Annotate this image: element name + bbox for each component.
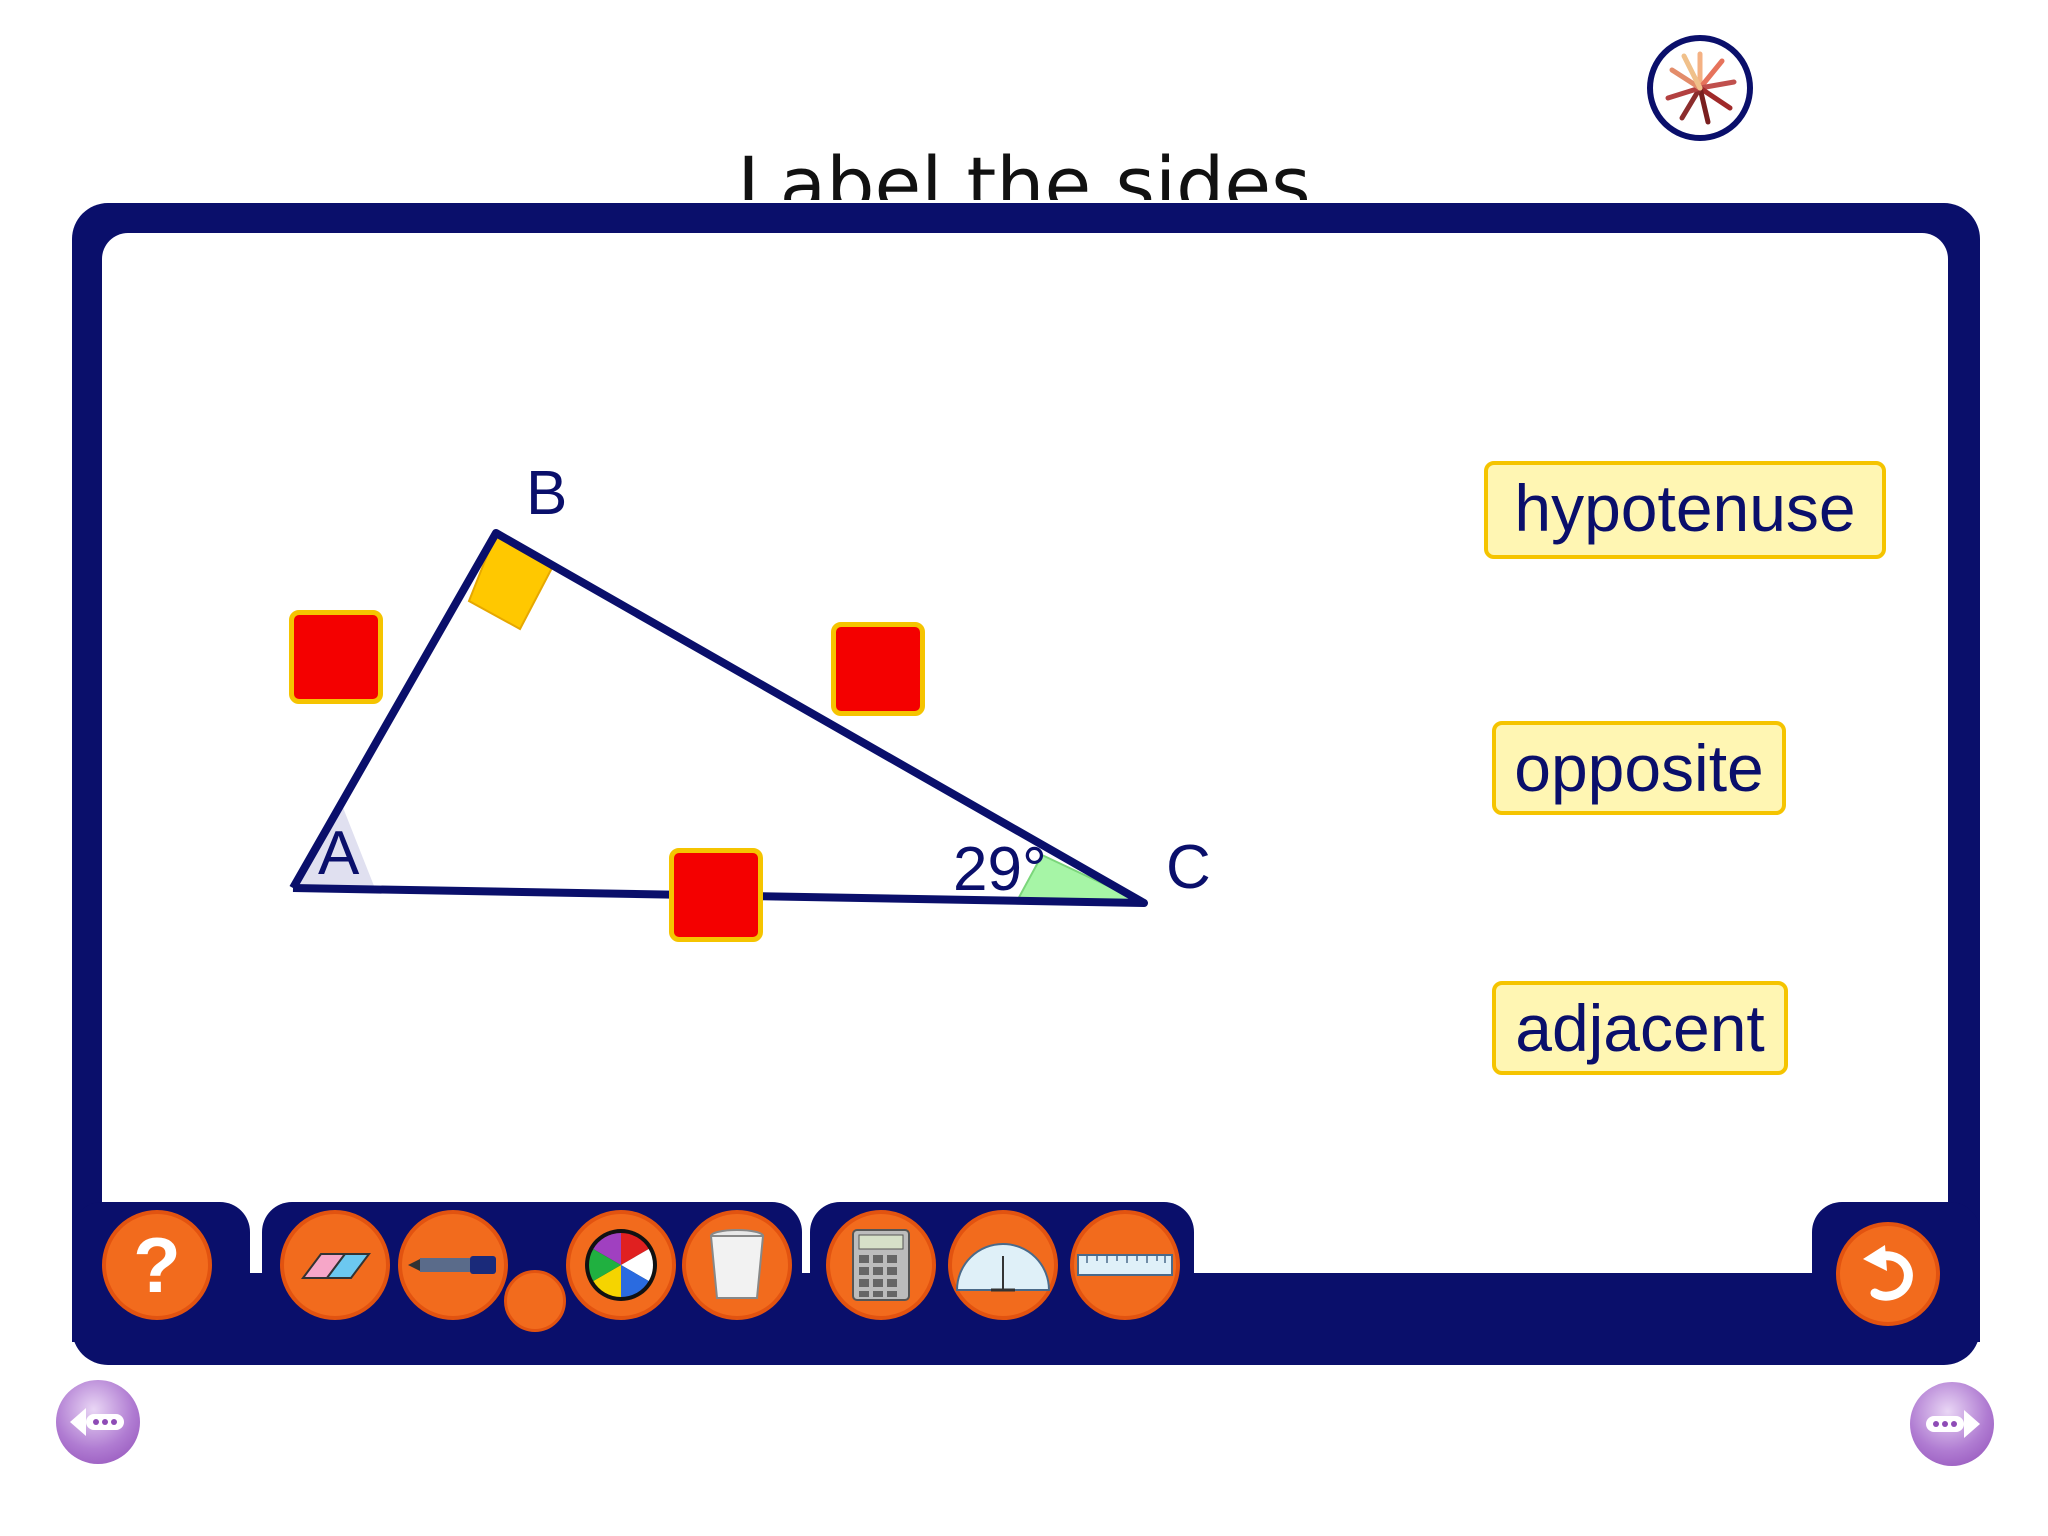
calculator-icon (852, 1229, 910, 1301)
next-page-button[interactable] (1910, 1382, 1994, 1466)
label-adjacent[interactable]: adjacent (1492, 981, 1788, 1075)
angle-a-marker (293, 800, 376, 891)
help-button[interactable]: ? (102, 1210, 212, 1320)
label-opposite[interactable]: opposite (1492, 721, 1786, 815)
right-arrow-icon (1926, 1410, 1980, 1438)
left-arrow-icon (70, 1408, 124, 1436)
previous-page-button[interactable] (56, 1380, 140, 1464)
calculator-button[interactable] (826, 1210, 936, 1320)
drop-box-side-bc[interactable] (831, 622, 925, 716)
eraser-icon (301, 1253, 371, 1279)
question-mark-icon: ? (133, 1221, 181, 1309)
bin-icon (709, 1229, 765, 1299)
protractor-icon (955, 1243, 1051, 1292)
vertex-label-c: C (1166, 833, 1211, 902)
color-wheel-icon (585, 1229, 657, 1301)
vertex-label-a: A (318, 819, 360, 888)
page-title: Label the sides (737, 140, 1311, 200)
ruler-icon (1077, 1254, 1173, 1276)
ruler-button[interactable] (1070, 1210, 1180, 1320)
angle-c-label: 29° (953, 835, 1047, 904)
colour-wheel-button[interactable] (566, 1210, 676, 1320)
eraser-button[interactable] (280, 1210, 390, 1320)
undo-arrow-icon (1863, 1245, 1913, 1301)
pen-colour-swatch[interactable] (504, 1270, 566, 1332)
pen-button[interactable] (398, 1210, 508, 1320)
protractor-button[interactable] (948, 1210, 1058, 1320)
pen-icon (408, 1256, 496, 1274)
undo-button[interactable] (1836, 1222, 1940, 1326)
drop-box-side-ac[interactable] (669, 848, 763, 942)
vertex-label-b: B (526, 459, 568, 528)
logo-icon (1647, 35, 1753, 141)
bin-button[interactable] (682, 1210, 792, 1320)
drop-box-side-ab[interactable] (289, 610, 383, 704)
label-hypotenuse[interactable]: hypotenuse (1484, 461, 1886, 559)
